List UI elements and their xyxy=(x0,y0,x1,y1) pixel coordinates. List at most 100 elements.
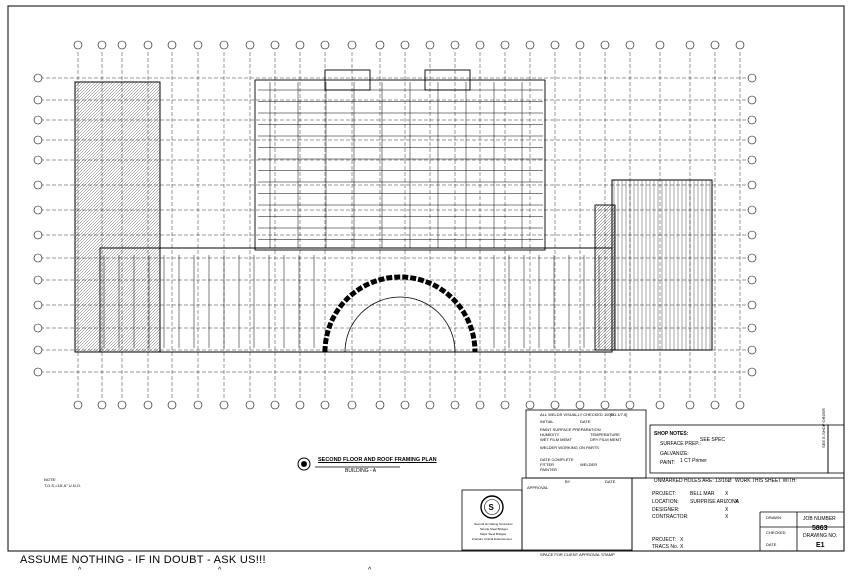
grid-bubble xyxy=(33,367,43,377)
designer-mark: X xyxy=(725,507,729,513)
welder-working: WELDER WORKING ON PARTS xyxy=(540,445,599,450)
seal-line-1: Second Hz Rating Structures xyxy=(474,522,513,526)
approval-by: BY xyxy=(565,479,571,484)
surface-prep-value: SEE SPEC xyxy=(700,437,726,443)
paint-value: 1 CT Primer xyxy=(680,458,707,464)
designer-label: DESIGNER: xyxy=(652,507,680,513)
grid-bubble xyxy=(600,40,610,50)
paint-prep: PAINT SURFACE PREPARATION xyxy=(540,427,601,432)
grid-bubble xyxy=(500,400,510,410)
arch-feature xyxy=(322,274,478,353)
grid-bubble xyxy=(747,205,757,215)
grid-bubble xyxy=(270,40,280,50)
grid-bubble xyxy=(625,400,635,410)
upper-center-block xyxy=(254,79,546,251)
weld-date: DATE xyxy=(580,419,591,424)
grid-bubble xyxy=(193,400,203,410)
grid-bubble xyxy=(685,400,695,410)
plan-title: SECOND FLOOR AND ROOF FRAMING PLAN xyxy=(318,457,437,463)
grid-bubble xyxy=(655,400,665,410)
grid-bubble xyxy=(747,73,757,83)
caret-mark: ^ xyxy=(218,567,222,574)
grid-bubble xyxy=(747,323,757,333)
lower-wing xyxy=(99,247,613,353)
grid-bubble xyxy=(33,155,43,165)
wet-film: WET FILM MEMT xyxy=(540,437,572,442)
grid-bubble xyxy=(33,180,43,190)
grid-bubble xyxy=(33,300,43,310)
grid-bubble xyxy=(500,40,510,50)
project-value: BELL MAR xyxy=(690,491,715,497)
seal-line-3: Major Steel Bridges xyxy=(480,532,507,536)
grid-bubble xyxy=(167,400,177,410)
grid-bubble xyxy=(33,275,43,285)
grid-bubble xyxy=(245,40,255,50)
grid-bubble xyxy=(295,400,305,410)
grid-bubble xyxy=(450,400,460,410)
humidity: HUMIDITY xyxy=(540,432,560,437)
location-mark: X xyxy=(735,499,739,505)
surface-prep-label: SURFACE PREP.: xyxy=(660,441,701,447)
grid-bubble xyxy=(97,400,107,410)
grid-bubble xyxy=(219,40,229,50)
grid-bubble xyxy=(219,400,229,410)
grid-bubble xyxy=(33,95,43,105)
grid-bubble xyxy=(320,400,330,410)
grid-bubble xyxy=(347,400,357,410)
project2-label: PROJECT: xyxy=(652,537,677,543)
grid-bubble xyxy=(320,40,330,50)
grid-bubble xyxy=(73,400,83,410)
galvanize-label: GALVANIZE: xyxy=(660,451,689,457)
checked-label: CHECKED xyxy=(766,530,786,535)
shop-notes-heading: SHOP NOTES: xyxy=(654,431,689,437)
grid-bubble xyxy=(550,40,560,50)
grid-bubble xyxy=(117,400,127,410)
grid-bubble xyxy=(295,40,305,50)
grid-bubble xyxy=(747,253,757,263)
grid-bubble xyxy=(33,253,43,263)
grid-bubble xyxy=(525,40,535,50)
grid-bubble xyxy=(710,40,720,50)
grid-bubble xyxy=(710,400,720,410)
grid-bubble xyxy=(270,400,280,410)
side-note: SEE E-SHOP ORDER xyxy=(821,408,826,448)
project2-mark: X xyxy=(680,537,684,543)
grid-bubble xyxy=(747,345,757,355)
date-label: DATE xyxy=(766,542,777,547)
location-label: LOCATION: xyxy=(652,499,679,505)
painter: PAINTER xyxy=(540,467,558,472)
grid-bubble xyxy=(193,40,203,50)
project-mark: X xyxy=(725,491,729,497)
grid-bubble xyxy=(575,400,585,410)
grid-bubble xyxy=(400,40,410,50)
grid-bubble xyxy=(747,180,757,190)
seal-line-2: Simple Steel Bridges xyxy=(480,527,508,531)
contractor-label: CONTRACTOR: xyxy=(652,514,689,520)
project-label: PROJECT: xyxy=(652,491,677,497)
grid-bubble xyxy=(655,40,665,50)
building-outline xyxy=(74,69,713,353)
grid-bubble xyxy=(450,40,460,50)
grid-bubble xyxy=(600,400,610,410)
work-this-sheet: WORK THIS SHEET WITH: xyxy=(735,478,797,484)
paint-label: PAINT: xyxy=(660,460,676,466)
grid-bubble xyxy=(550,400,560,410)
note-text: T.O.S.=18'-6" U.N.O. xyxy=(44,483,81,488)
grid-bubble xyxy=(747,300,757,310)
grid-bubble xyxy=(73,40,83,50)
drawn-label: DRAWN xyxy=(766,515,781,520)
grid-bubble xyxy=(33,135,43,145)
right-wing xyxy=(611,179,713,351)
grid-bubble xyxy=(525,400,535,410)
grid-bubble xyxy=(167,40,177,50)
location-value: SURPRISE ARIZONA xyxy=(690,499,739,505)
date-complete: DATE COMPLETE xyxy=(540,457,574,462)
grid-bubble xyxy=(143,40,153,50)
grid-bubble xyxy=(33,345,43,355)
tracs-label: TRACS No. xyxy=(652,544,679,550)
grid-bubble xyxy=(475,40,485,50)
grid-bubble xyxy=(747,230,757,240)
grid-bubble xyxy=(143,400,153,410)
grid-bubble xyxy=(245,400,255,410)
grid-bubble xyxy=(425,400,435,410)
